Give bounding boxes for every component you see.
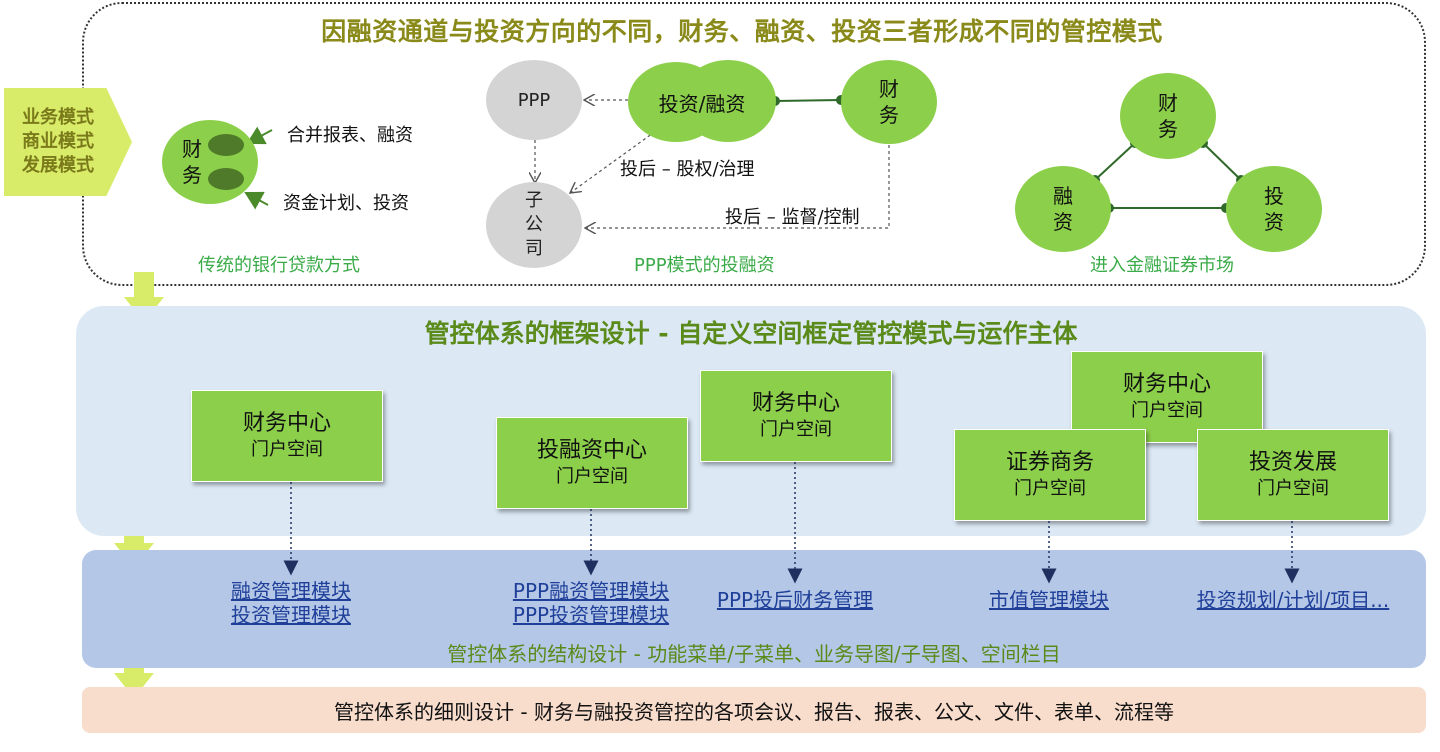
module-link-finance[interactable]: 融资管理模块 投资管理模块 bbox=[206, 579, 376, 627]
bank-finance-node: 财务 bbox=[162, 120, 258, 204]
bank-ellipse-a bbox=[208, 134, 244, 156]
bank-label-b: 资金计划、投资 bbox=[283, 193, 409, 214]
equity-label: 投后 – 股权/治理 bbox=[620, 159, 755, 180]
market-investment-node: 投资 bbox=[1226, 166, 1322, 252]
side-label: 业务模式 商业模式 发展模式 bbox=[4, 88, 132, 196]
framework-title: 管控体系的框架设计 - 自定义空间框定管控模式与运作主体 bbox=[424, 319, 1078, 348]
detail-panel: 管控体系的细则设计 - 财务与融投资管控的各项会议、报告、报表、公文、文件、表单… bbox=[82, 687, 1426, 733]
main-title: 因融资通道与投资方向的不同，财务、融资、投资三者形成不同的管控模式 bbox=[321, 17, 1163, 46]
side-label-line-1: 业务模式 bbox=[22, 107, 94, 128]
market-financing-node: 融资 bbox=[1015, 166, 1111, 252]
portal-sub: 门户空间 bbox=[1257, 478, 1329, 499]
portal-name: 财务中心 bbox=[1122, 372, 1211, 397]
module-link-line-1[interactable]: 市值管理模块 bbox=[989, 588, 1109, 612]
portal-name: 财务中心 bbox=[242, 411, 331, 436]
side-label-line-3: 发展模式 bbox=[22, 155, 94, 176]
ppp-node: PPP bbox=[486, 60, 582, 140]
ppp-node-label: PPP bbox=[517, 89, 551, 111]
module-link-ppp[interactable]: PPP融资管理模块 PPP投资管理模块 bbox=[496, 579, 686, 627]
subsidiary-node: 子公司 bbox=[486, 182, 582, 268]
portal-name: 证券商务 bbox=[1005, 450, 1094, 475]
module-link-line-1[interactable]: PPP融资管理模块 bbox=[512, 579, 670, 603]
supervise-label: 投后 – 监督/控制 bbox=[725, 207, 860, 228]
bank-label-a: 合并报表、融资 bbox=[287, 125, 413, 146]
invest-node-label: 投资/融资 bbox=[658, 92, 746, 116]
portal-name: 财务中心 bbox=[751, 391, 840, 416]
market-finance-label: 财务 bbox=[1158, 91, 1178, 141]
detail-caption: 管控体系的细则设计 - 财务与融投资管控的各项会议、报告、报表、公文、文件、表单… bbox=[334, 699, 1174, 724]
module-link-line-2[interactable]: PPP投资管理模块 bbox=[512, 603, 670, 627]
portal-sub: 门户空间 bbox=[1014, 478, 1086, 499]
portal-finance-center-2[interactable]: 财务中心 门户空间 bbox=[700, 370, 892, 462]
portal-finance-center-1[interactable]: 财务中心 门户空间 bbox=[191, 390, 383, 482]
invest-to-sub-arrow bbox=[570, 127, 661, 193]
module-link-investment-plan[interactable]: 投资规划/计划/项目... bbox=[1180, 588, 1406, 612]
ppp-finance-label: 财务 bbox=[879, 77, 899, 127]
module-link-line-1[interactable]: 投资规划/计划/项目... bbox=[1196, 588, 1390, 612]
portal-sub: 门户空间 bbox=[1131, 400, 1203, 421]
portal-sub: 门户空间 bbox=[760, 419, 832, 440]
invest-node-bg-2 bbox=[680, 60, 776, 142]
bank-caption: 传统的银行贷款方式 bbox=[198, 255, 360, 276]
market-financing-label: 融资 bbox=[1053, 184, 1073, 234]
bank-ellipse-b bbox=[208, 168, 244, 190]
portal-securities-business[interactable]: 证券商务 门户空间 bbox=[954, 429, 1146, 521]
module-link-line-1[interactable]: 融资管理模块 bbox=[231, 579, 351, 603]
portal-invest-finance-center[interactable]: 投融资中心 门户空间 bbox=[496, 417, 688, 509]
bank-finance-label: 财务 bbox=[182, 137, 202, 187]
invest-finance-link bbox=[774, 99, 842, 102]
ppp-finance-node: 财务 bbox=[841, 60, 937, 144]
portal-finance-center-3[interactable]: 财务中心 门户空间 bbox=[1071, 351, 1263, 443]
portal-investment-development[interactable]: 投资发展 门户空间 bbox=[1197, 429, 1389, 521]
structure-caption: 管控体系的结构设计 - 功能菜单/子菜单、业务导图/子导图、空间栏目 bbox=[447, 642, 1061, 666]
side-label-line-2: 商业模式 bbox=[22, 131, 94, 152]
subsidiary-node-label: 子公司 bbox=[525, 190, 543, 259]
market-investment-label: 投资 bbox=[1264, 184, 1284, 234]
ppp-caption: PPP模式的投融资 bbox=[634, 255, 775, 276]
market-caption: 进入金融证券市场 bbox=[1090, 255, 1234, 276]
bank-arrow-b bbox=[244, 191, 269, 210]
module-link-ppp-post[interactable]: PPP投后财务管理 bbox=[700, 588, 890, 612]
portal-sub: 门户空间 bbox=[556, 466, 628, 487]
structure-panel bbox=[82, 550, 1426, 668]
portal-name: 投融资中心 bbox=[536, 438, 647, 463]
module-link-market-value[interactable]: 市值管理模块 bbox=[964, 588, 1134, 612]
market-finance-node: 财务 bbox=[1120, 73, 1216, 159]
portal-sub: 门户空间 bbox=[251, 439, 323, 460]
portal-name: 投资发展 bbox=[1248, 450, 1337, 475]
module-link-line-1[interactable]: PPP投后财务管理 bbox=[716, 588, 874, 612]
module-link-line-2[interactable]: 投资管理模块 bbox=[231, 603, 351, 627]
